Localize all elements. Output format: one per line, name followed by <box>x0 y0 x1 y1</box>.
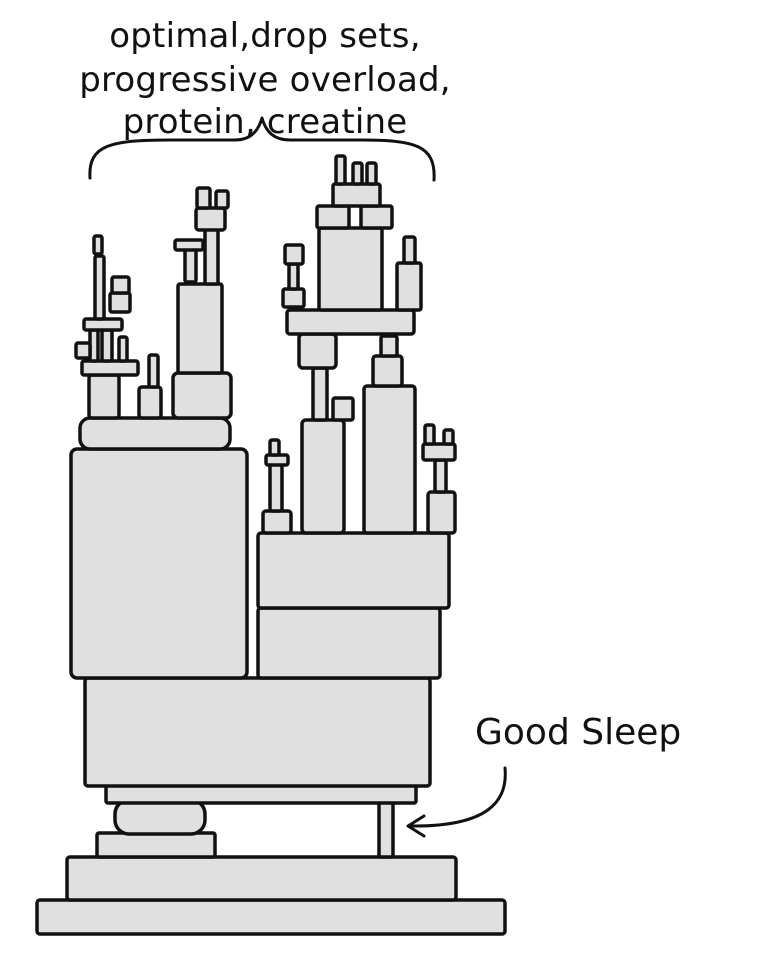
base-slab-upper <box>65 855 458 902</box>
right-left-post-cap <box>283 243 305 266</box>
right-shelf <box>285 308 416 336</box>
small-stack-right-post <box>433 458 448 494</box>
right-lower-block <box>256 606 442 680</box>
right-col1-ear <box>331 396 355 422</box>
curly-brace <box>88 116 436 182</box>
right-tall-column-2 <box>362 384 417 535</box>
small-stack-left-post <box>268 460 284 513</box>
base-slab-bottom <box>35 898 507 936</box>
small-stack-right-ear-2 <box>442 428 455 446</box>
left-column-ear-1 <box>195 186 212 210</box>
right-top-cap-left <box>315 204 351 230</box>
left-needle <box>93 254 106 321</box>
left-small-cube-a <box>108 291 132 314</box>
left-tall-block <box>69 447 249 680</box>
left-support-rounded <box>113 798 207 836</box>
left-side-peg-cap <box>173 238 205 252</box>
small-stack-left-tip <box>268 438 281 457</box>
left-column-neck <box>203 226 220 286</box>
right-top-cap-right <box>359 204 394 230</box>
right-col1-neck <box>311 366 329 422</box>
left-cube <box>171 371 233 420</box>
right-col1-cap <box>297 332 338 370</box>
right-tall-column-1 <box>300 418 346 535</box>
left-mini-post-3 <box>117 335 129 363</box>
left-mini-post-2 <box>100 328 114 363</box>
left-small-block-1 <box>87 373 121 420</box>
right-upper-block <box>256 531 451 610</box>
small-stack-right-ear-1 <box>423 423 436 446</box>
right-crown-post-3 <box>365 161 378 186</box>
right-left-small-block <box>281 287 306 309</box>
right-side-post <box>402 235 417 265</box>
right-left-post <box>287 262 300 291</box>
left-needle-tip <box>92 234 104 256</box>
right-side-block <box>395 261 423 312</box>
top-label-line-1: optimal,drop sets, <box>109 16 421 56</box>
right-col2-cap <box>371 354 404 388</box>
left-rounded-slab <box>78 416 232 451</box>
left-small-cube-b <box>110 275 131 295</box>
left-small-block-2 <box>137 385 163 420</box>
left-mini-cube <box>74 341 92 360</box>
left-column-ear-2 <box>214 189 230 210</box>
good-sleep-peg <box>377 798 395 859</box>
left-support-flat <box>95 831 217 859</box>
left-side-peg <box>183 246 198 284</box>
left-mini-slab <box>80 359 140 377</box>
good-sleep-label: Good Sleep <box>475 712 682 753</box>
right-crown-post-1 <box>334 154 347 186</box>
good-sleep-arrowhead <box>406 814 426 838</box>
small-stack-right-base <box>426 490 457 535</box>
small-stack-right-cap <box>421 442 457 462</box>
right-crown-post-2 <box>351 161 364 186</box>
left-column-cap <box>194 206 227 232</box>
top-label-line-2: progressive overload, <box>79 60 451 100</box>
right-top-block <box>317 226 384 312</box>
right-top-crown <box>331 182 382 208</box>
good-sleep-arrow <box>408 766 507 828</box>
large-middle-block <box>83 676 432 788</box>
small-stack-left-base <box>261 509 293 535</box>
left-thin-post <box>147 353 160 389</box>
right-col2-neck <box>379 334 399 358</box>
left-tall-column <box>176 282 224 375</box>
